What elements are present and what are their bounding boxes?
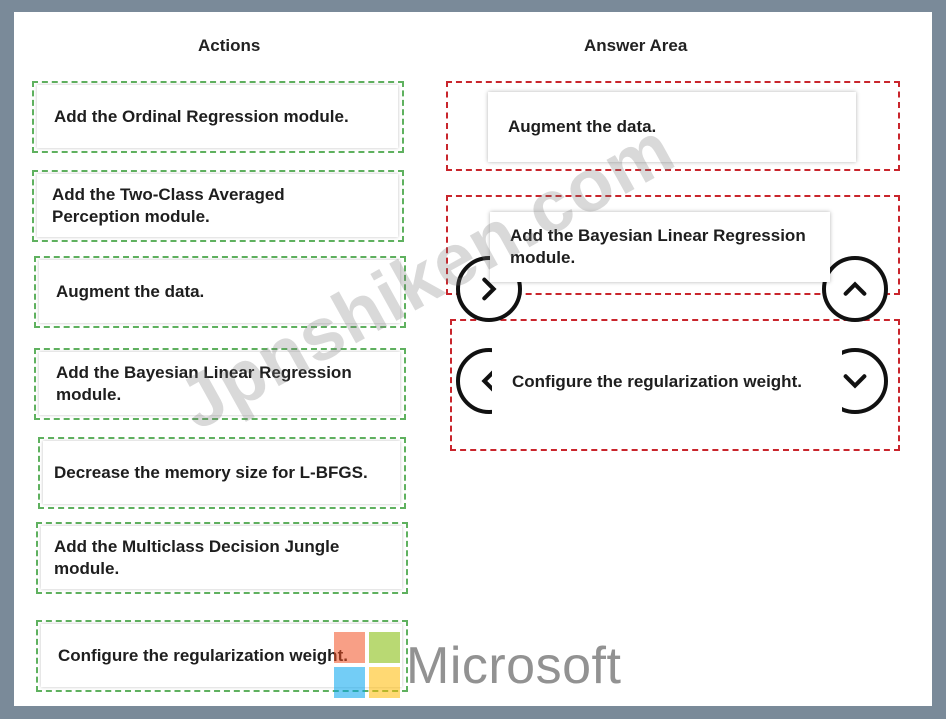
action-item[interactable]: Add the Two-Class Averaged Perception mo… — [32, 170, 404, 242]
answer-drop-zone-1[interactable] — [446, 81, 900, 171]
answer-item[interactable]: Augment the data. — [488, 92, 856, 162]
logo-square-green — [369, 632, 400, 663]
answer-drop-zone-2[interactable] — [446, 195, 900, 295]
action-item-label: Configure the regularization weight. — [58, 646, 348, 665]
answer-item-label: Configure the regularization weight. — [512, 372, 802, 391]
action-item-label: Decrease the memory size for L-BFGS. — [54, 463, 368, 482]
action-item-label: Add the Bayesian Linear Regression modul… — [56, 363, 352, 404]
answer-item-label: Augment the data. — [508, 117, 657, 136]
answer-area-heading: Answer Area — [584, 36, 688, 55]
move-up-button[interactable] — [822, 256, 888, 322]
answer-item[interactable]: Add the Bayesian Linear Regression modul… — [490, 212, 830, 282]
logo-square-blue — [334, 667, 365, 698]
action-item-label: Augment the data. — [56, 282, 205, 301]
action-item[interactable]: Add the Ordinal Regression module. — [32, 81, 404, 153]
drag-drop-panel: Actions Answer Area Add the Ordinal Regr… — [14, 12, 932, 706]
microsoft-wordmark: Microsoft — [406, 637, 622, 695]
action-item-label: Add the Ordinal Regression module. — [54, 107, 349, 126]
chevron-up-icon — [843, 281, 867, 296]
chevron-down-icon — [843, 374, 867, 389]
answer-drop-zone-3[interactable] — [450, 319, 900, 451]
answer-item-label: Add the Bayesian Linear Regression modul… — [510, 226, 806, 267]
action-item[interactable]: Decrease the memory size for L-BFGS. — [38, 437, 406, 509]
action-item-label: Add the Two-Class Averaged Perception mo… — [52, 185, 285, 226]
action-item-label: Add the Multiclass Decision Jungle modul… — [54, 537, 340, 578]
chevron-left-icon — [481, 369, 496, 393]
logo-square-red — [334, 632, 365, 663]
logo-square-yellow — [369, 667, 400, 698]
action-item[interactable]: Add the Bayesian Linear Regression modul… — [34, 348, 406, 420]
microsoft-logo-icon — [334, 632, 400, 698]
answer-item[interactable]: Configure the regularization weight. — [492, 342, 842, 422]
action-item[interactable]: Add the Multiclass Decision Jungle modul… — [36, 522, 408, 594]
action-item[interactable]: Augment the data. — [34, 256, 406, 328]
chevron-right-icon — [482, 277, 497, 301]
actions-heading: Actions — [198, 36, 261, 55]
